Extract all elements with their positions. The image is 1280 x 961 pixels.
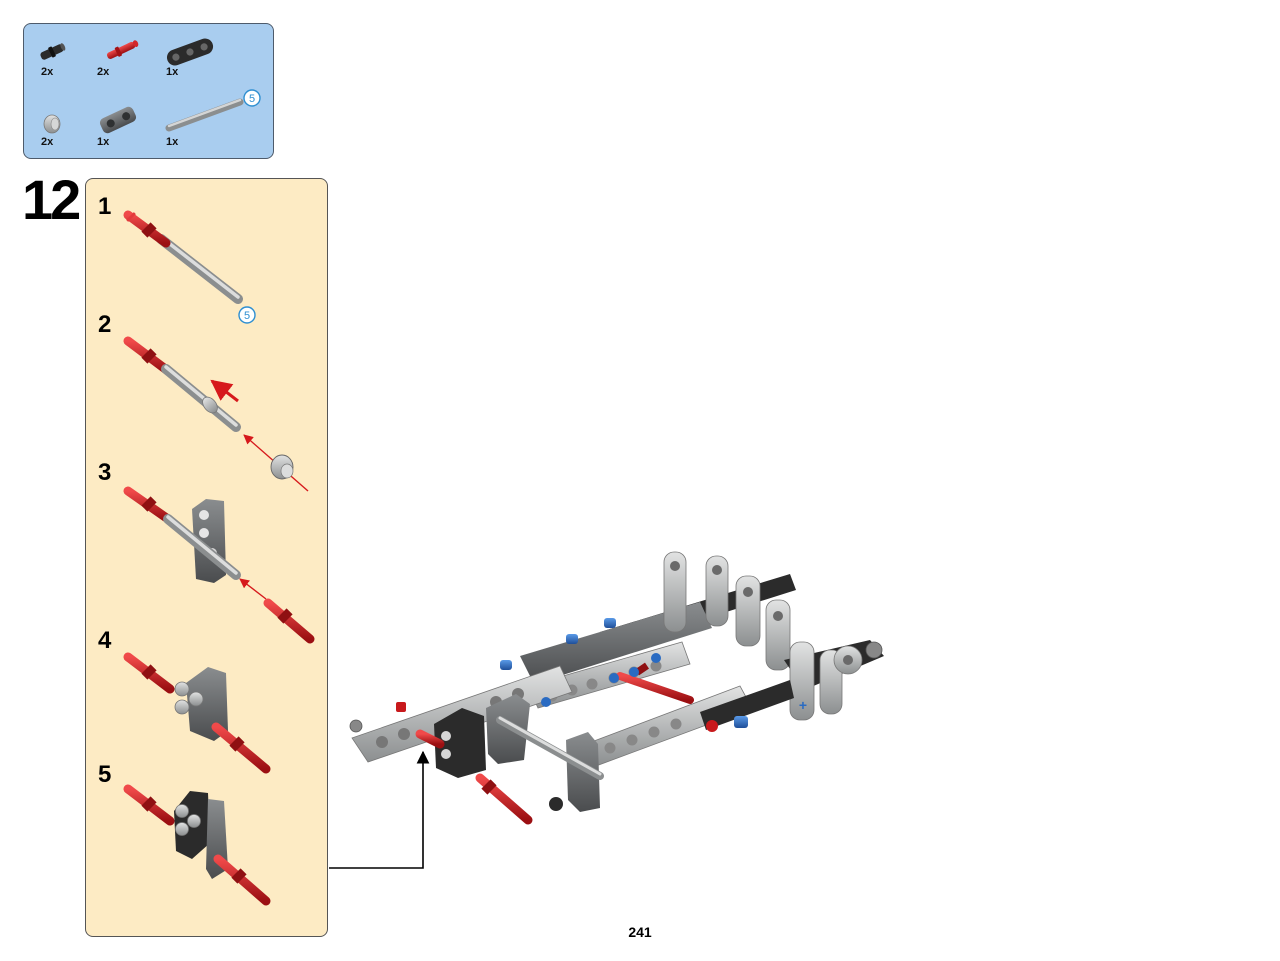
parts-list-box: 5 2x 2x 1x 2x 1x 1x bbox=[23, 23, 274, 159]
bush-part-icon bbox=[270, 454, 294, 480]
axle-length-callout: 5 bbox=[243, 89, 261, 107]
front-blocks bbox=[434, 694, 600, 812]
substep-2-illustration bbox=[123, 336, 309, 492]
substep-number: 5 bbox=[98, 761, 112, 788]
substep-3-illustration bbox=[123, 486, 315, 644]
grey-axle-5-icon bbox=[165, 98, 244, 132]
dark-grey-cross-block-icon bbox=[99, 106, 137, 134]
axles-and-pins bbox=[396, 662, 718, 825]
blue-pins bbox=[500, 618, 748, 728]
svg-text:+: + bbox=[799, 697, 807, 713]
right-frame: + bbox=[784, 640, 884, 721]
substep-5-illustration bbox=[123, 784, 271, 906]
middle-beams bbox=[527, 641, 794, 767]
page-number: 241 bbox=[628, 924, 652, 940]
substep-4-illustration bbox=[123, 652, 271, 774]
part-quantity: 2x bbox=[41, 66, 54, 78]
svg-text:5: 5 bbox=[244, 310, 250, 322]
substep-number: 4 bbox=[98, 627, 112, 654]
substep-panel: 1 2 3 4 5 5 bbox=[85, 178, 328, 937]
step-number: 12 bbox=[22, 168, 81, 231]
rear-uprights bbox=[663, 551, 791, 671]
grey-bush-icon bbox=[43, 114, 61, 134]
back-beam bbox=[520, 574, 796, 684]
black-beam-3-icon bbox=[166, 38, 214, 66]
substep-number: 1 bbox=[98, 193, 112, 220]
red-axle-pin-icon bbox=[107, 40, 139, 59]
part-quantity: 1x bbox=[166, 136, 179, 148]
part-quantity: 2x bbox=[97, 66, 110, 78]
black-friction-pin-icon bbox=[40, 43, 66, 60]
callout-connector-arrow bbox=[329, 750, 430, 869]
part-quantity: 1x bbox=[166, 66, 179, 78]
front-beam bbox=[349, 665, 573, 763]
substep-number: 2 bbox=[98, 311, 112, 338]
part-quantity: 2x bbox=[41, 136, 54, 148]
substep-number: 3 bbox=[98, 459, 112, 486]
substep-1-illustration: 5 bbox=[123, 210, 256, 324]
part-quantity: 1x bbox=[97, 136, 110, 148]
svg-text:5: 5 bbox=[249, 93, 255, 105]
